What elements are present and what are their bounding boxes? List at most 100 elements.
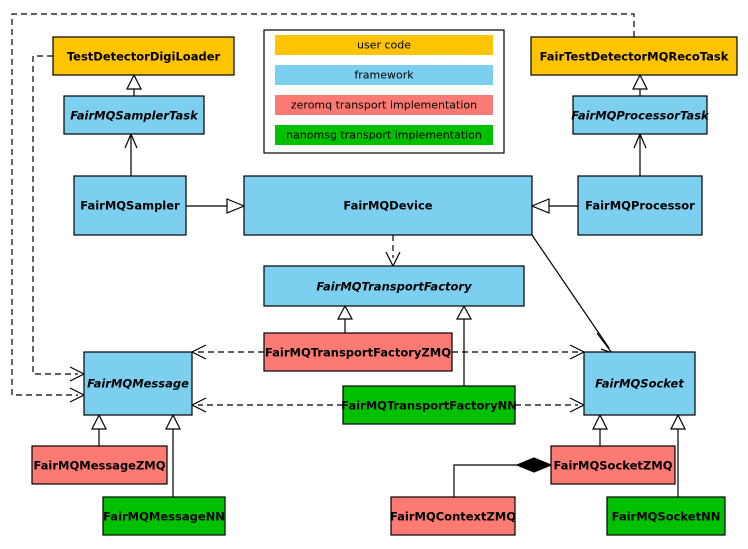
edge-device-transportfactory xyxy=(385,235,401,268)
node-label: FairMQMessageZMQ xyxy=(33,459,165,473)
node-box[interactable] xyxy=(83,351,193,416)
edge-tfzmq-transportfactory xyxy=(336,304,354,333)
node-FairMQSamplerTask[interactable]: FairMQSamplerTask xyxy=(63,95,205,135)
legend-label-zeromq: zeromq transport implementation xyxy=(291,99,477,112)
node-box[interactable] xyxy=(583,351,696,416)
node-FairMQSocket[interactable]: FairMQSocket xyxy=(583,351,696,416)
node-box[interactable] xyxy=(31,445,168,485)
edge-processor-processortask xyxy=(633,132,647,176)
generalization-arrowhead xyxy=(226,198,246,214)
node-label: FairTestDetectorMQRecoTask xyxy=(540,50,729,64)
legend: user code framework zeromq transport imp… xyxy=(263,29,505,154)
node-label: FairMQDevice xyxy=(343,199,432,213)
legend-swatch-user-code xyxy=(275,35,493,55)
node-box[interactable] xyxy=(342,385,516,425)
edge-recotask-processortask xyxy=(632,73,648,96)
generalization-arrowhead xyxy=(165,413,181,430)
legend-label-framework: framework xyxy=(354,69,414,82)
legend-item-user-code: user code xyxy=(275,35,493,55)
generalization-arrowhead xyxy=(126,73,142,90)
edge-socketzmq-socket xyxy=(592,413,608,446)
edge-tfnn-message xyxy=(190,397,343,413)
node-label: FairMQMessageNN xyxy=(103,510,225,524)
node-box[interactable] xyxy=(530,36,738,76)
node-box[interactable] xyxy=(73,175,187,236)
node-TestDetectorDigiLoader[interactable]: TestDetectorDigiLoader xyxy=(52,36,235,76)
generalization-arrowhead xyxy=(670,413,686,430)
node-box[interactable] xyxy=(577,175,703,236)
node-FairMQTransportFactoryNN[interactable]: FairMQTransportFactoryNN xyxy=(341,385,517,425)
edge-sampler-samplertask xyxy=(124,132,138,176)
edge-tfzmq-socket xyxy=(452,344,586,360)
edge-tfnn-transportfactory xyxy=(455,304,473,386)
edge-digiloader-samplertask xyxy=(126,73,142,96)
edge-tfnn-socket xyxy=(515,397,586,413)
node-label: FairMQSamplerTask xyxy=(70,109,199,123)
node-box[interactable] xyxy=(263,332,453,372)
edge-segment xyxy=(531,234,610,349)
node-box[interactable] xyxy=(102,496,226,536)
node-FairTestDetectorMQRecoTask[interactable]: FairTestDetectorMQRecoTask xyxy=(530,36,738,76)
legend-item-framework: framework xyxy=(275,65,493,85)
node-label: FairMQMessage xyxy=(87,377,189,391)
node-label: FairMQTransportFactory xyxy=(316,280,472,294)
legend-label-nanomsg: nanomsg transport implementation xyxy=(286,129,482,142)
generalization-arrowhead xyxy=(530,198,550,214)
edge-device-socket xyxy=(531,234,614,355)
legend-swatch-framework xyxy=(275,65,493,85)
node-box[interactable] xyxy=(52,36,235,76)
node-box[interactable] xyxy=(243,175,533,236)
node-box[interactable] xyxy=(63,95,205,135)
node-box[interactable] xyxy=(263,265,525,307)
node-box[interactable] xyxy=(550,445,676,485)
edge-processor-device xyxy=(530,198,578,214)
node-FairMQTransportFactory[interactable]: FairMQTransportFactory xyxy=(263,265,525,307)
node-FairMQMessageZMQ[interactable]: FairMQMessageZMQ xyxy=(31,445,168,485)
node-label: FairMQContextZMQ xyxy=(390,510,516,524)
node-label: FairMQTransportFactoryNN xyxy=(341,399,517,413)
node-FairMQSocketNN[interactable]: FairMQSocketNN xyxy=(606,496,726,536)
node-label: FairMQSampler xyxy=(80,199,180,213)
open-arrowhead xyxy=(385,251,401,268)
edge-messagezmq-message xyxy=(91,413,107,446)
node-FairMQSampler[interactable]: FairMQSampler xyxy=(73,175,187,236)
node-label: FairMQSocket xyxy=(595,377,684,391)
edge-segment xyxy=(453,464,534,497)
generalization-arrowhead xyxy=(592,413,608,430)
node-box[interactable] xyxy=(572,95,708,135)
open-arrowhead xyxy=(596,332,614,355)
node-FairMQTransportFactoryZMQ[interactable]: FairMQTransportFactoryZMQ xyxy=(263,332,453,372)
node-layer: TestDetectorDigiLoader FairMQSamplerTask… xyxy=(31,36,738,536)
edge-messagenn-message xyxy=(165,413,181,497)
edge-tfzmq-message xyxy=(190,344,264,360)
composition-diamond xyxy=(515,457,553,473)
legend-item-zeromq: zeromq transport implementation xyxy=(275,95,493,115)
generalization-arrowhead xyxy=(455,304,473,320)
node-FairMQSocketZMQ[interactable]: FairMQSocketZMQ xyxy=(550,445,676,485)
node-box[interactable] xyxy=(390,496,516,536)
edge-segment xyxy=(32,55,78,375)
generalization-arrowhead xyxy=(336,304,354,320)
generalization-arrowhead xyxy=(632,73,648,90)
legend-label-user-code: user code xyxy=(357,39,411,52)
node-label: FairMQSocketNN xyxy=(612,510,721,524)
legend-item-nanomsg: nanomsg transport implementation xyxy=(275,125,493,145)
generalization-arrowhead xyxy=(91,413,107,430)
legend-swatch-nanomsg xyxy=(275,125,493,145)
node-FairMQMessageNN[interactable]: FairMQMessageNN xyxy=(102,496,226,536)
node-FairMQDevice[interactable]: FairMQDevice xyxy=(243,175,533,236)
node-label: FairMQTransportFactoryZMQ xyxy=(265,346,451,360)
node-FairMQMessage[interactable]: FairMQMessage xyxy=(83,351,193,416)
node-FairMQProcessorTask[interactable]: FairMQProcessorTask xyxy=(571,95,710,135)
node-FairMQContextZMQ[interactable]: FairMQContextZMQ xyxy=(390,496,516,536)
node-label: FairMQProcessor xyxy=(585,199,695,213)
node-box[interactable] xyxy=(606,496,726,536)
edge-segment xyxy=(11,13,635,396)
edge-sampler-device xyxy=(186,198,246,214)
node-FairMQProcessor[interactable]: FairMQProcessor xyxy=(577,175,703,236)
node-label: TestDetectorDigiLoader xyxy=(67,50,221,64)
edge-contextzmq-socketzmq xyxy=(453,457,553,497)
edge-socketnn-socket xyxy=(670,413,686,497)
